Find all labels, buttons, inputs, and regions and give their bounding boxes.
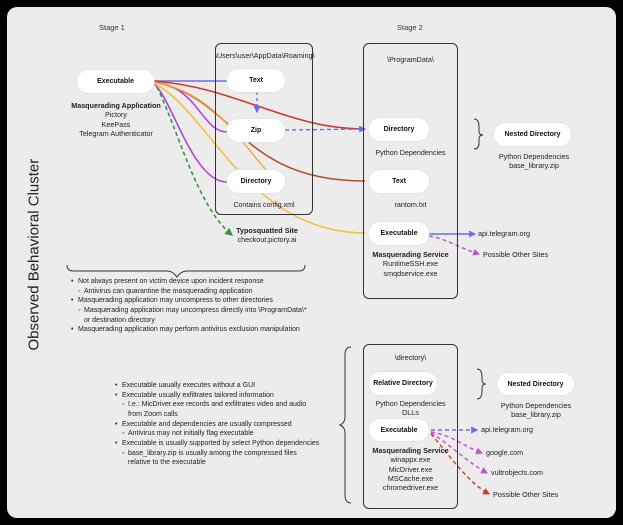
exec2-node: Executable (369, 419, 429, 441)
brace-stage1-bottom (66, 264, 306, 278)
note-item: Antivirus may not initially flag executa… (115, 429, 319, 439)
note-item: Executable and dependencies are usually … (115, 420, 319, 430)
note-item: Masquerading application may uncompress … (71, 306, 307, 316)
note-item: Executable is usually supported by selec… (115, 439, 319, 449)
rel-dir-caption-line: Python Dependencies (375, 399, 446, 408)
brace-stage2-nested (473, 118, 484, 150)
stage1-label: Stage 1 (99, 23, 125, 32)
pd-text-node: Text (369, 170, 429, 193)
note-item: base_library.zip is usually among the co… (115, 449, 319, 459)
masq-service1-title: Masquerading Service (372, 250, 449, 259)
nested1-caption: Python Dependencies base_library.zip (485, 152, 583, 171)
target-other-sites-1: Possible Other Sites (483, 250, 549, 259)
diagram-canvas: Observed Behavioral Cluster Stage 1 Stag… (7, 7, 616, 518)
rel-dir-caption-line: DLLs (402, 408, 419, 418)
wire-exec2-google (430, 431, 484, 455)
nested1-caption-line: base_library.zip (509, 161, 559, 171)
note-item: Not always present on victim device upon… (71, 277, 307, 287)
target-google: google.com (486, 448, 524, 457)
typo-site-block: Typosquatted Site checkout.pictory.ai (222, 226, 312, 245)
note-item: or destination directory (84, 316, 155, 324)
roaming-caption: Contains config.xml (233, 202, 295, 209)
brace-lower-nested (476, 368, 487, 400)
wire-exec-pd-exec (152, 82, 366, 234)
note-item: Antivirus can quarantine the masqueradin… (71, 287, 307, 297)
pd-executable-node: Executable (369, 222, 429, 245)
notes-list-1: Not always present on victim device upon… (71, 277, 307, 335)
note-item: relative to the executable (128, 459, 206, 467)
executable-node: Executable (77, 70, 154, 93)
pd-directory-node: Directory (369, 118, 429, 141)
note-item: from Zoom calls (128, 410, 178, 418)
nested-directory-node-2: Nested Directory (497, 373, 574, 395)
nested-directory-node-1: Nested Directory (494, 123, 571, 146)
programdata-folder-box (363, 43, 458, 299)
typo-site-title: Typosquatted Site (236, 226, 298, 235)
nested2-caption: Python Dependencies base_library.zip (487, 401, 585, 420)
wire-zip-pd (284, 125, 367, 133)
pd-text-caption: rantom.txt (394, 200, 427, 209)
masq-service1-block: Masquerading Service RuntimeSSH.exe smqd… (363, 250, 458, 278)
masq-service2-item: MicDriver.exe (388, 464, 433, 474)
brace-lower-left (338, 346, 352, 504)
notes-list-2: Executable uaually executes without a GU… (115, 381, 319, 468)
wire-exec-orange (152, 81, 278, 183)
wire-exec2-other (430, 433, 491, 495)
nested1-caption-line: Python Dependencies (498, 152, 570, 161)
typo-site-url: checkout.pictory.ai (237, 235, 297, 245)
masq-service2-item: MSCache.exe (387, 474, 434, 484)
target-api-telegram-2: api.telegram.org (481, 425, 533, 434)
zip-node: Zip (227, 119, 285, 142)
masq-service2-title: Masquerading Service (372, 446, 449, 455)
rel-dir-caption: Python Dependencies DLLs (363, 399, 458, 418)
note-item: Executable usually exfiltrates tailored … (115, 391, 319, 401)
pd-directory-caption: Python Dependencies (375, 148, 446, 157)
masq-service1-item: smqdservice.exe (383, 268, 438, 278)
text-node: Text (227, 69, 285, 92)
nested2-caption-line: Python Dependencies (500, 401, 572, 410)
roaming-path: \Users\user\AppData\Roaming\ (215, 51, 315, 60)
target-other-sites-2: Possible Other Sites (493, 490, 559, 499)
note-item: I.e.: MicDriver.exe records and exfiltra… (115, 400, 319, 410)
masq-service1-item: RuntimeSSH.exe (382, 259, 439, 269)
masq-service2-item: winappx.exe (390, 455, 431, 465)
stage2-label: Stage 2 (397, 23, 423, 32)
masq-app-block: Masquerading Application Pictory KeePass… (55, 101, 177, 138)
directory-path: \directory\ (394, 353, 427, 362)
target-api-telegram-1: api.telegram.org (478, 229, 530, 238)
masq-service2-item: chromedriver.exe (382, 483, 439, 493)
relative-directory-node: Relative Directory (369, 372, 437, 395)
note-item: Masquerading application may perform ant… (71, 325, 307, 335)
target-vultr: vultrobjects.com (491, 468, 543, 477)
note-item: Masquerading application may uncompress … (71, 296, 307, 306)
masq-app-title: Masquerading Application (71, 101, 161, 110)
masq-service2-block: Masquerading Service winappx.exe MicDriv… (363, 446, 458, 493)
wire-pd-exec-other (428, 235, 481, 256)
directory-node: Directory (227, 170, 285, 193)
roaming-folder-box (215, 43, 313, 215)
programdata-path: \ProgramData\ (387, 55, 434, 64)
masq-app-item: Telegram Authenticator (79, 129, 153, 139)
wire-exec-typo (156, 86, 234, 236)
wire-exec-pd-directory (152, 80, 366, 130)
cluster-title: Observed Behavioral Cluster (25, 158, 43, 351)
masq-app-item: KeePass (101, 119, 131, 129)
nested2-caption-line: base_library.zip (511, 410, 561, 420)
directory-folder-box (363, 344, 458, 509)
masq-app-item: Pictory (105, 110, 127, 120)
note-item: Executable uaually executes without a GU… (115, 381, 319, 391)
